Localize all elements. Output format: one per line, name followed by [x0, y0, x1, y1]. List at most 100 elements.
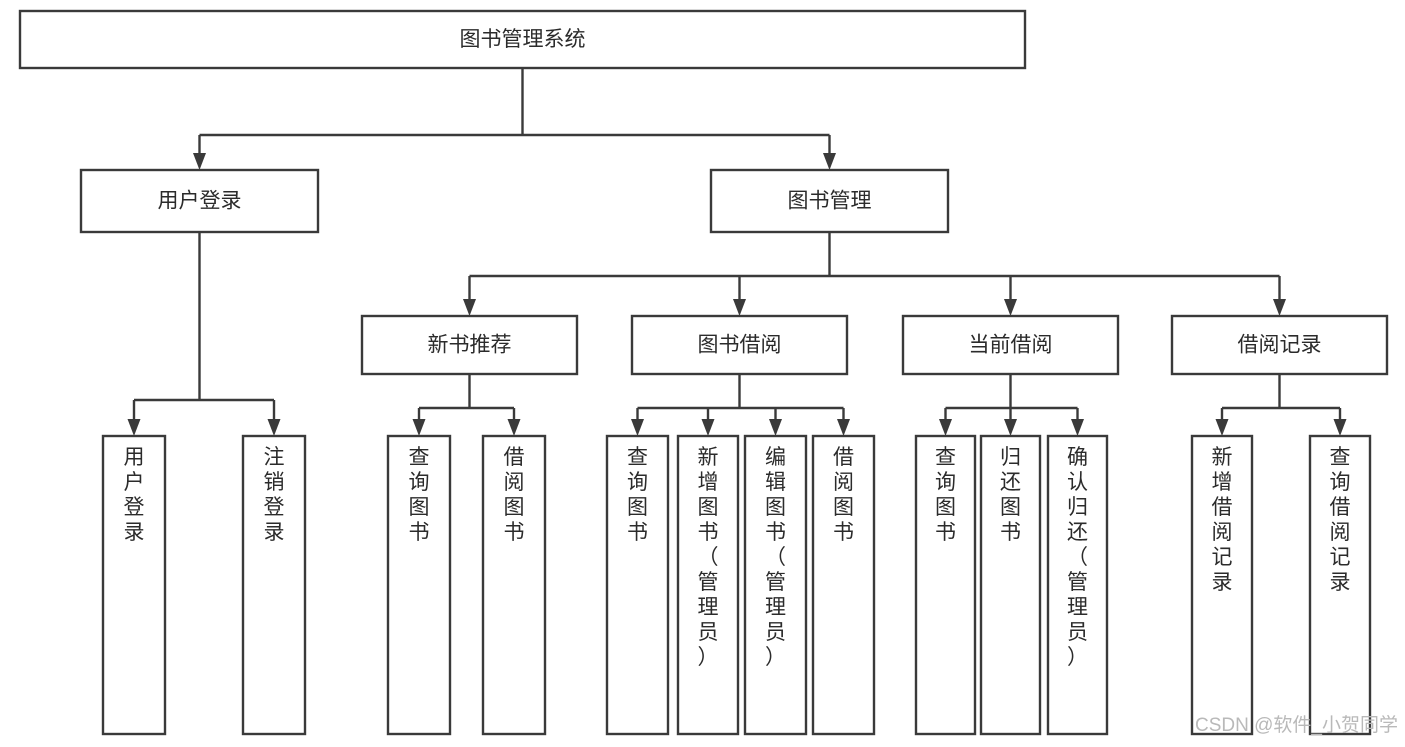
arrow-head-user-login-leaf	[127, 419, 141, 436]
svg-text:新: 新	[698, 446, 719, 469]
svg-text:阅: 阅	[504, 471, 525, 494]
arrow-head-query-book-1	[412, 419, 426, 436]
svg-text:图: 图	[1000, 496, 1021, 519]
node-user-login-leaf[interactable]: 用户登录	[101, 434, 167, 736]
svg-text:销: 销	[264, 471, 285, 494]
nodes-layer: 图书管理系统用户登录用户登录注销登录图书管理新书推荐查询图书借阅图书图书借阅查询…	[18, 9, 1389, 736]
svg-text:书: 书	[833, 521, 854, 544]
node-current-borrow[interactable]: 当前借阅	[901, 314, 1120, 376]
svg-text:阅: 阅	[833, 471, 854, 494]
svg-text:户: 户	[124, 471, 145, 494]
svg-text:注: 注	[264, 446, 285, 469]
node-undefined[interactable]: 图书管理系统	[18, 9, 1027, 70]
node-label-book-borrow: 图书借阅	[698, 334, 782, 357]
svg-text:录: 录	[1212, 571, 1233, 594]
arrow-head-current-borrow	[1004, 299, 1017, 316]
svg-text:录: 录	[124, 521, 145, 544]
node-box-borrow-book-1	[481, 434, 547, 736]
svg-text:查: 查	[409, 446, 430, 469]
svg-text:图: 图	[409, 496, 430, 519]
svg-text:询: 询	[935, 471, 956, 494]
arrow-head-query-borrow-record	[1333, 419, 1347, 436]
svg-text:（: （	[1067, 546, 1088, 569]
node-label-current-borrow: 当前借阅	[969, 334, 1053, 357]
svg-text:询: 询	[627, 471, 648, 494]
node-borrow-record[interactable]: 借阅记录	[1170, 314, 1389, 376]
arrow-head-user-login	[193, 153, 206, 170]
svg-text:理: 理	[765, 596, 786, 619]
node-label-new-book-recommend: 新书推荐	[428, 334, 512, 357]
svg-text:阅: 阅	[1330, 521, 1351, 544]
arrow-head-borrow-book-1	[507, 419, 521, 436]
svg-text:（: （	[765, 546, 786, 569]
svg-text:理: 理	[698, 596, 719, 619]
svg-text:查: 查	[935, 446, 956, 469]
node-box-user-login-leaf	[101, 434, 167, 736]
svg-text:登: 登	[124, 496, 145, 519]
node-new-book-recommend[interactable]: 新书推荐	[360, 314, 579, 376]
svg-text:记: 记	[1212, 546, 1233, 569]
svg-text:图: 图	[833, 496, 854, 519]
svg-text:借: 借	[1330, 496, 1351, 519]
svg-text:图: 图	[935, 496, 956, 519]
arrow-head-user-logout-leaf	[267, 419, 281, 436]
node-box-user-logout-leaf	[241, 434, 307, 736]
node-user-login[interactable]: 用户登录	[79, 168, 320, 234]
svg-text:询: 询	[409, 471, 430, 494]
svg-text:录: 录	[1330, 571, 1351, 594]
watermark-text: CSDN @软件_小贺同学	[1195, 714, 1398, 736]
svg-text:增: 增	[698, 471, 719, 494]
node-label-user-login-leaf: 用户登录	[124, 446, 145, 544]
svg-text:图: 图	[765, 496, 786, 519]
node-label-undefined: 图书管理系统	[460, 28, 586, 51]
svg-text:管: 管	[1067, 571, 1088, 594]
node-label-user-login: 用户登录	[158, 190, 242, 213]
node-box-query-book-1	[386, 434, 452, 736]
node-box-add-book-admin	[676, 434, 740, 736]
arrow-head-edit-book-admin	[769, 419, 782, 436]
arrow-head-book-borrow	[733, 299, 746, 316]
svg-text:图: 图	[627, 496, 648, 519]
svg-text:书: 书	[409, 521, 430, 544]
node-box-new-book-recommend	[360, 314, 579, 376]
svg-text:书: 书	[1000, 521, 1021, 544]
arrow-head-new-book-recommend	[463, 299, 476, 316]
svg-text:员: 员	[765, 621, 786, 644]
node-box-current-borrow	[901, 314, 1120, 376]
node-book-management[interactable]: 图书管理	[709, 168, 950, 234]
node-label-borrow-record: 借阅记录	[1238, 334, 1322, 357]
svg-text:认: 认	[1067, 471, 1088, 494]
svg-text:查: 查	[1330, 446, 1351, 469]
svg-text:借: 借	[833, 446, 854, 469]
arrow-head-confirm-return-admin	[1071, 419, 1084, 436]
arrow-head-add-book-admin	[701, 419, 715, 436]
node-box-borrow-book-2	[811, 434, 876, 736]
arrow-head-book-management	[823, 153, 836, 170]
svg-text:用: 用	[124, 446, 145, 469]
svg-text:阅: 阅	[1212, 521, 1233, 544]
node-box-query-book-2	[605, 434, 670, 736]
node-book-borrow[interactable]: 图书借阅	[630, 314, 849, 376]
svg-text:理: 理	[1067, 596, 1088, 619]
svg-text:管: 管	[698, 571, 719, 594]
